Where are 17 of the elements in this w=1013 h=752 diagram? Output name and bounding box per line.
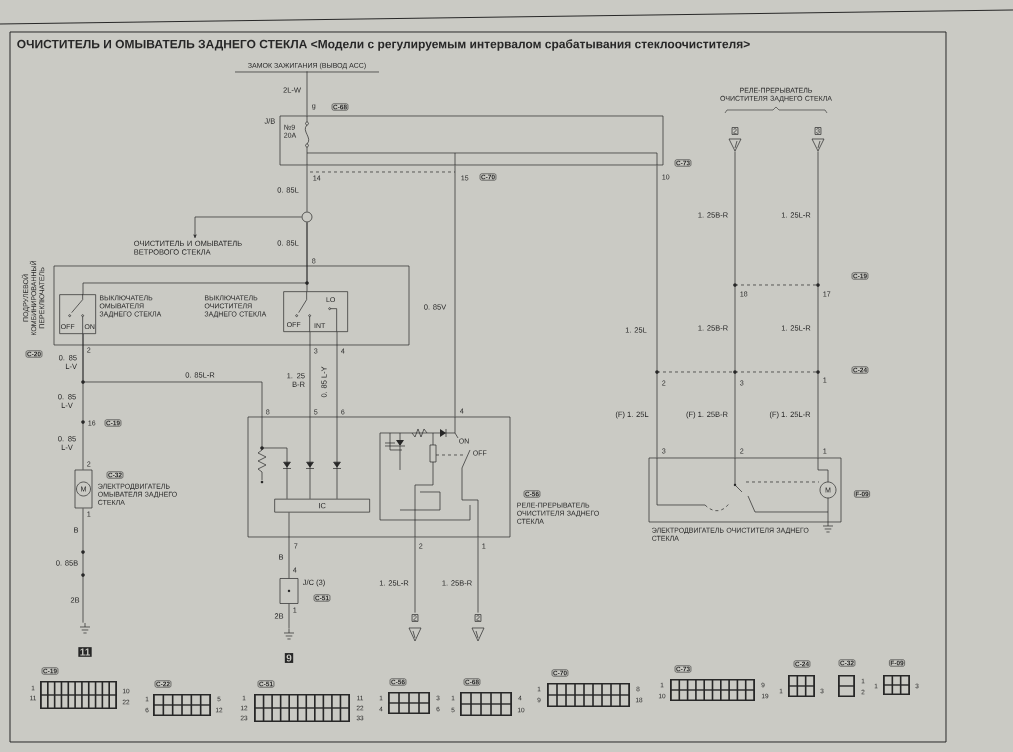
wire <box>477 537 479 613</box>
arrow <box>333 331 341 500</box>
wire <box>82 508 84 623</box>
wire <box>454 165 456 417</box>
wire <box>82 222 308 295</box>
wire <box>734 151 736 458</box>
wire <box>817 151 819 458</box>
arrow <box>306 331 314 500</box>
wire <box>306 165 308 212</box>
wire <box>414 537 416 613</box>
wire <box>288 512 290 579</box>
title: ОЧИСТИТЕЛЬ И ОМЫВАТЕЛЬ ЗАДНЕГО СТЕКЛА <Модели с регулируемым интервалом срабатывания стеклоочистителя> <box>17 39 750 51</box>
wire <box>288 603 290 629</box>
wire <box>306 71 308 116</box>
arrow <box>193 216 302 239</box>
arrow <box>82 333 291 500</box>
wire <box>656 165 658 458</box>
